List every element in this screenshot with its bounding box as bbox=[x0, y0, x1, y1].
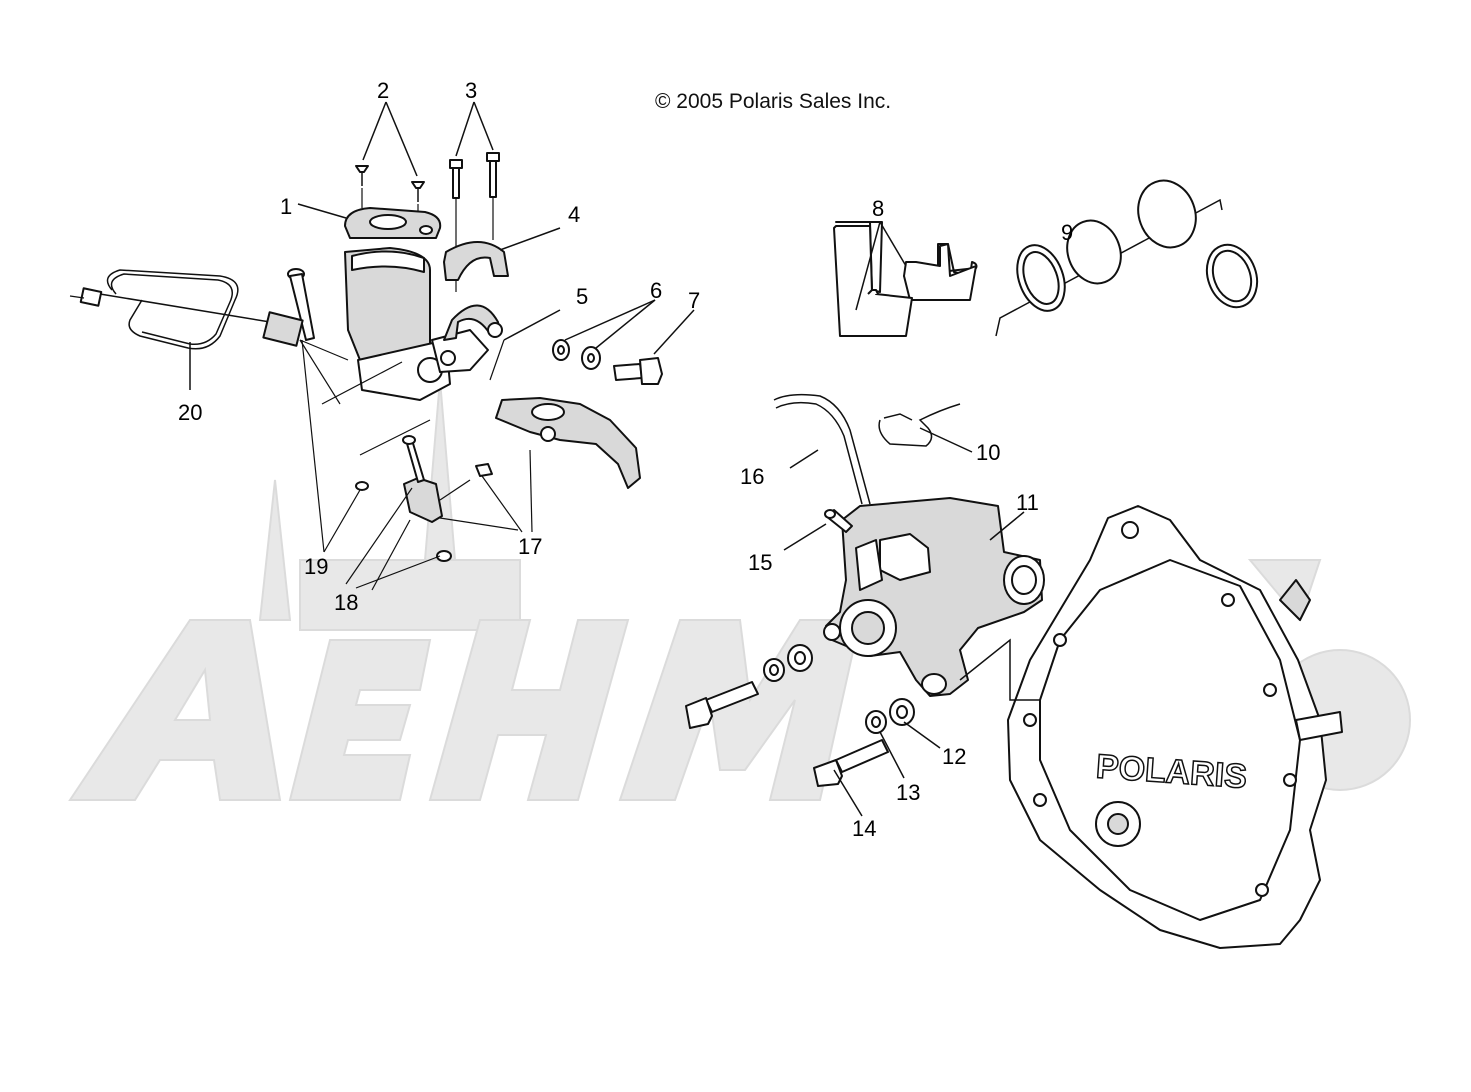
pad-retainer-clip bbox=[878, 403, 961, 447]
cover-screw bbox=[355, 165, 425, 202]
callout-6: 6 bbox=[650, 278, 663, 303]
brake-lever-group bbox=[355, 397, 641, 562]
callout-14: 14 bbox=[852, 816, 877, 841]
callout-12: 12 bbox=[942, 744, 967, 769]
brake-switch-harness bbox=[69, 269, 304, 350]
callout-7: 7 bbox=[688, 288, 701, 313]
callout-9: 9 bbox=[1061, 220, 1074, 245]
brake-pads bbox=[833, 221, 978, 337]
callout-2: 2 bbox=[377, 78, 390, 103]
copyright-notice: © 2005 Polaris Sales Inc. bbox=[655, 90, 892, 113]
callout-20: 20 bbox=[178, 400, 203, 425]
caliper-bolts bbox=[685, 681, 889, 787]
callout-3: 3 bbox=[465, 78, 478, 103]
chaincase-cover: POLARIS bbox=[1007, 505, 1343, 949]
pivot-pin bbox=[287, 268, 315, 341]
callout-1: 1 bbox=[280, 194, 293, 219]
caliper-washers bbox=[763, 644, 915, 734]
callout-17: 17 bbox=[518, 534, 543, 559]
callout-10: 10 bbox=[976, 440, 1001, 465]
brake-caliper bbox=[823, 497, 1045, 697]
callout-13: 13 bbox=[896, 780, 921, 805]
handlebar-clamp bbox=[443, 241, 509, 281]
master-cylinder-group bbox=[69, 101, 695, 456]
washer bbox=[552, 339, 601, 370]
callout-18: 18 bbox=[334, 590, 359, 615]
callout-16: 16 bbox=[740, 464, 765, 489]
callout-11: 11 bbox=[1016, 490, 1039, 515]
master-cylinder-body bbox=[344, 247, 489, 401]
callout-8: 8 bbox=[872, 196, 885, 221]
clamp-bolt bbox=[449, 152, 500, 199]
lower-clamp bbox=[443, 304, 503, 341]
bleeder-valve bbox=[824, 509, 853, 533]
reservoir-cover bbox=[344, 207, 442, 239]
caliper-piston-kit bbox=[995, 179, 1259, 337]
callout-19: 19 bbox=[304, 554, 329, 579]
callout-15: 15 bbox=[748, 550, 773, 575]
callout-5: 5 bbox=[576, 284, 589, 309]
callout-4: 4 bbox=[568, 202, 581, 227]
mounting-bolt bbox=[613, 357, 663, 385]
